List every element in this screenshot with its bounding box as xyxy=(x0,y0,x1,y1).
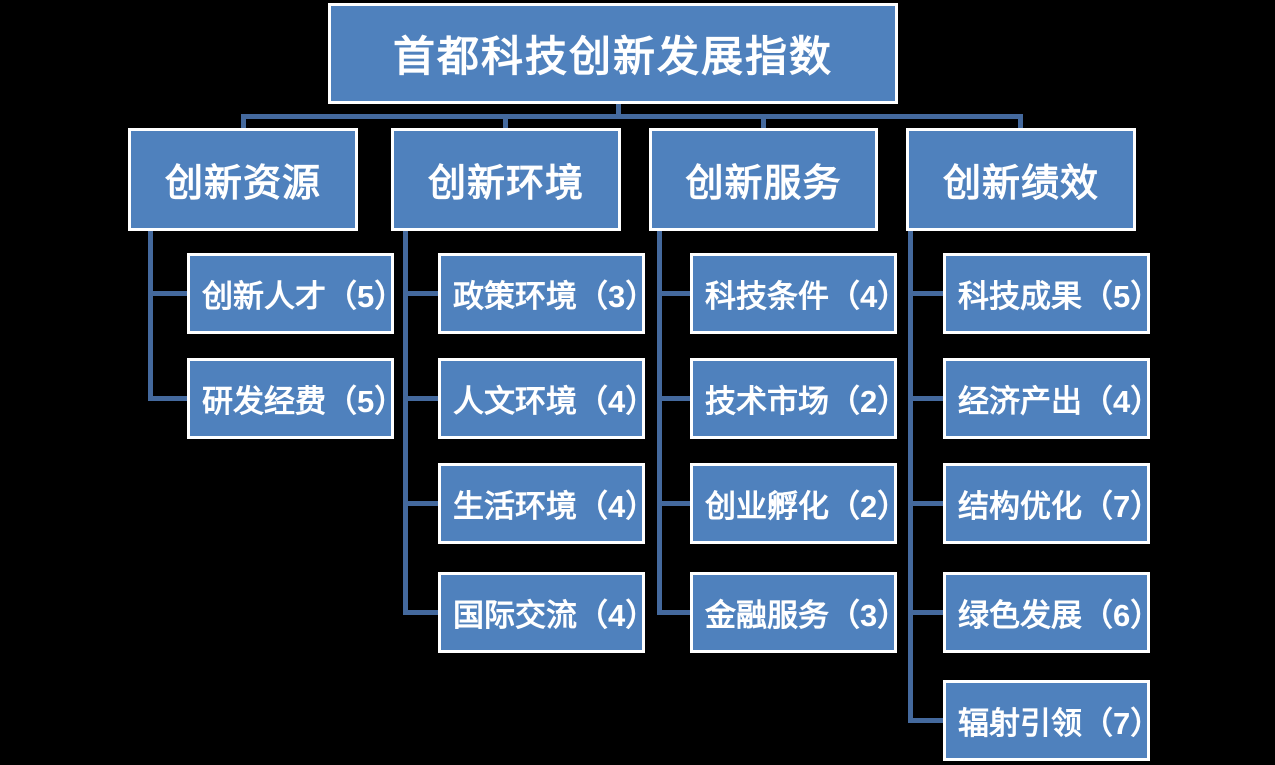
leaf-node: 科技条件（4） xyxy=(690,253,908,334)
connector-elbow xyxy=(657,610,690,615)
leaf-node: 辐射引领（7） xyxy=(943,680,1161,761)
branch-node-innovation-performance: 创新绩效 xyxy=(906,128,1136,231)
leaf-node: 结构优化（7） xyxy=(943,463,1161,544)
connector-title-stub xyxy=(616,100,621,116)
branch-node-innovation-services: 创新服务 xyxy=(649,128,878,231)
leaf-node: 科技成果（5） xyxy=(943,253,1161,334)
branch-node-innovation-resources: 创新资源 xyxy=(128,128,358,231)
leaf-node: 研发经费（5） xyxy=(187,358,405,439)
connector-trunk xyxy=(403,230,408,615)
connector-branch-stub xyxy=(761,114,766,129)
connector-elbow xyxy=(403,396,438,401)
leaf-node: 绿色发展（6） xyxy=(943,572,1161,653)
connector-elbow xyxy=(403,291,438,296)
leaf-node: 生活环境（4） xyxy=(438,463,656,544)
leaf-node: 创新人才（5） xyxy=(187,253,405,334)
connector-elbow xyxy=(908,610,943,615)
connector-elbow xyxy=(908,718,943,723)
connector-elbow xyxy=(908,396,943,401)
connector-elbow xyxy=(908,501,943,506)
connector-trunk xyxy=(908,230,913,723)
connector-elbow xyxy=(403,501,438,506)
connector-branch-stub xyxy=(241,114,246,129)
leaf-node: 技术市场（2） xyxy=(690,358,908,439)
connector-elbow xyxy=(403,610,438,615)
connector-trunk xyxy=(657,230,662,615)
leaf-node: 创业孵化（2） xyxy=(690,463,908,544)
leaf-node: 经济产出（4） xyxy=(943,358,1161,439)
connector-top-rail xyxy=(241,114,1023,119)
connector-branch-stub xyxy=(503,114,508,129)
leaf-node: 人文环境（4） xyxy=(438,358,656,439)
connector-branch-stub xyxy=(1018,114,1023,129)
root-node-title: 首都科技创新发展指数 xyxy=(328,3,898,104)
connector-elbow xyxy=(657,396,690,401)
connector-elbow xyxy=(148,291,187,296)
connector-trunk xyxy=(148,230,153,401)
connector-elbow xyxy=(148,396,187,401)
connector-elbow xyxy=(657,291,690,296)
connector-elbow xyxy=(908,291,943,296)
branch-node-innovation-environment: 创新环境 xyxy=(391,128,621,231)
leaf-node: 国际交流（4） xyxy=(438,572,656,653)
leaf-node: 金融服务（3） xyxy=(690,572,908,653)
leaf-node: 政策环境（3） xyxy=(438,253,656,334)
connector-elbow xyxy=(657,501,690,506)
